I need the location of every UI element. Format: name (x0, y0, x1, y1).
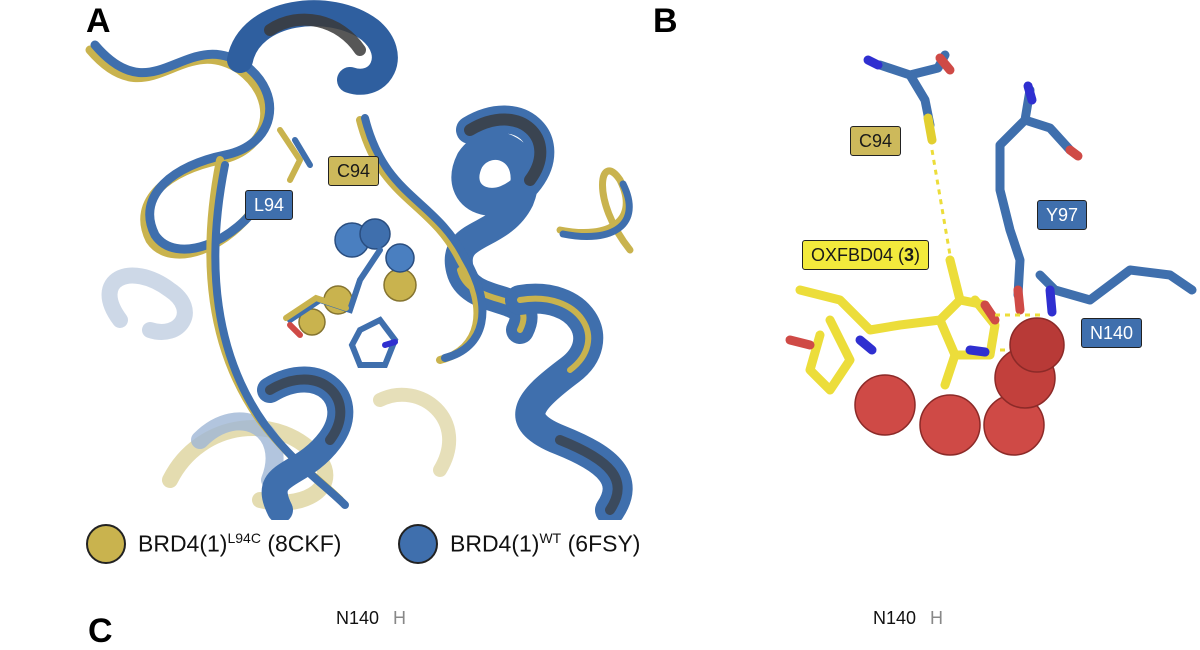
label-b-c94: C94 (850, 126, 902, 156)
panel-b-structure (785, 50, 1197, 456)
legend-item-wt: BRD4(1)WT (6FSY) (398, 524, 640, 564)
ligand-number: 3 (904, 245, 915, 265)
label-a-c94: C94 (328, 156, 380, 186)
label-b-n140: N140 (1081, 318, 1143, 348)
panel-a-structure (85, 0, 634, 520)
legend-swatch-gold (86, 524, 126, 564)
legend-label-wt: BRD4(1)WT (6FSY) (450, 530, 641, 557)
legend-item-l94c: BRD4(1)L94C (8CKF) (86, 524, 341, 564)
label-b-y97: Y97 (1037, 200, 1088, 230)
panel-letter-b: B (653, 2, 678, 40)
legend-label-l94c: BRD4(1)L94C (8CKF) (138, 530, 342, 557)
panel-letter-a: A (86, 2, 111, 40)
legend-swatch-blue (398, 524, 438, 564)
panel-letter-c: C (88, 612, 113, 650)
label-b-ligand: OXFBD04 (3) (802, 240, 930, 270)
label-a-l94: L94 (245, 190, 294, 220)
ligand-close: ) (914, 245, 921, 265)
ligand-name: OXFBD04 ( (811, 245, 905, 265)
